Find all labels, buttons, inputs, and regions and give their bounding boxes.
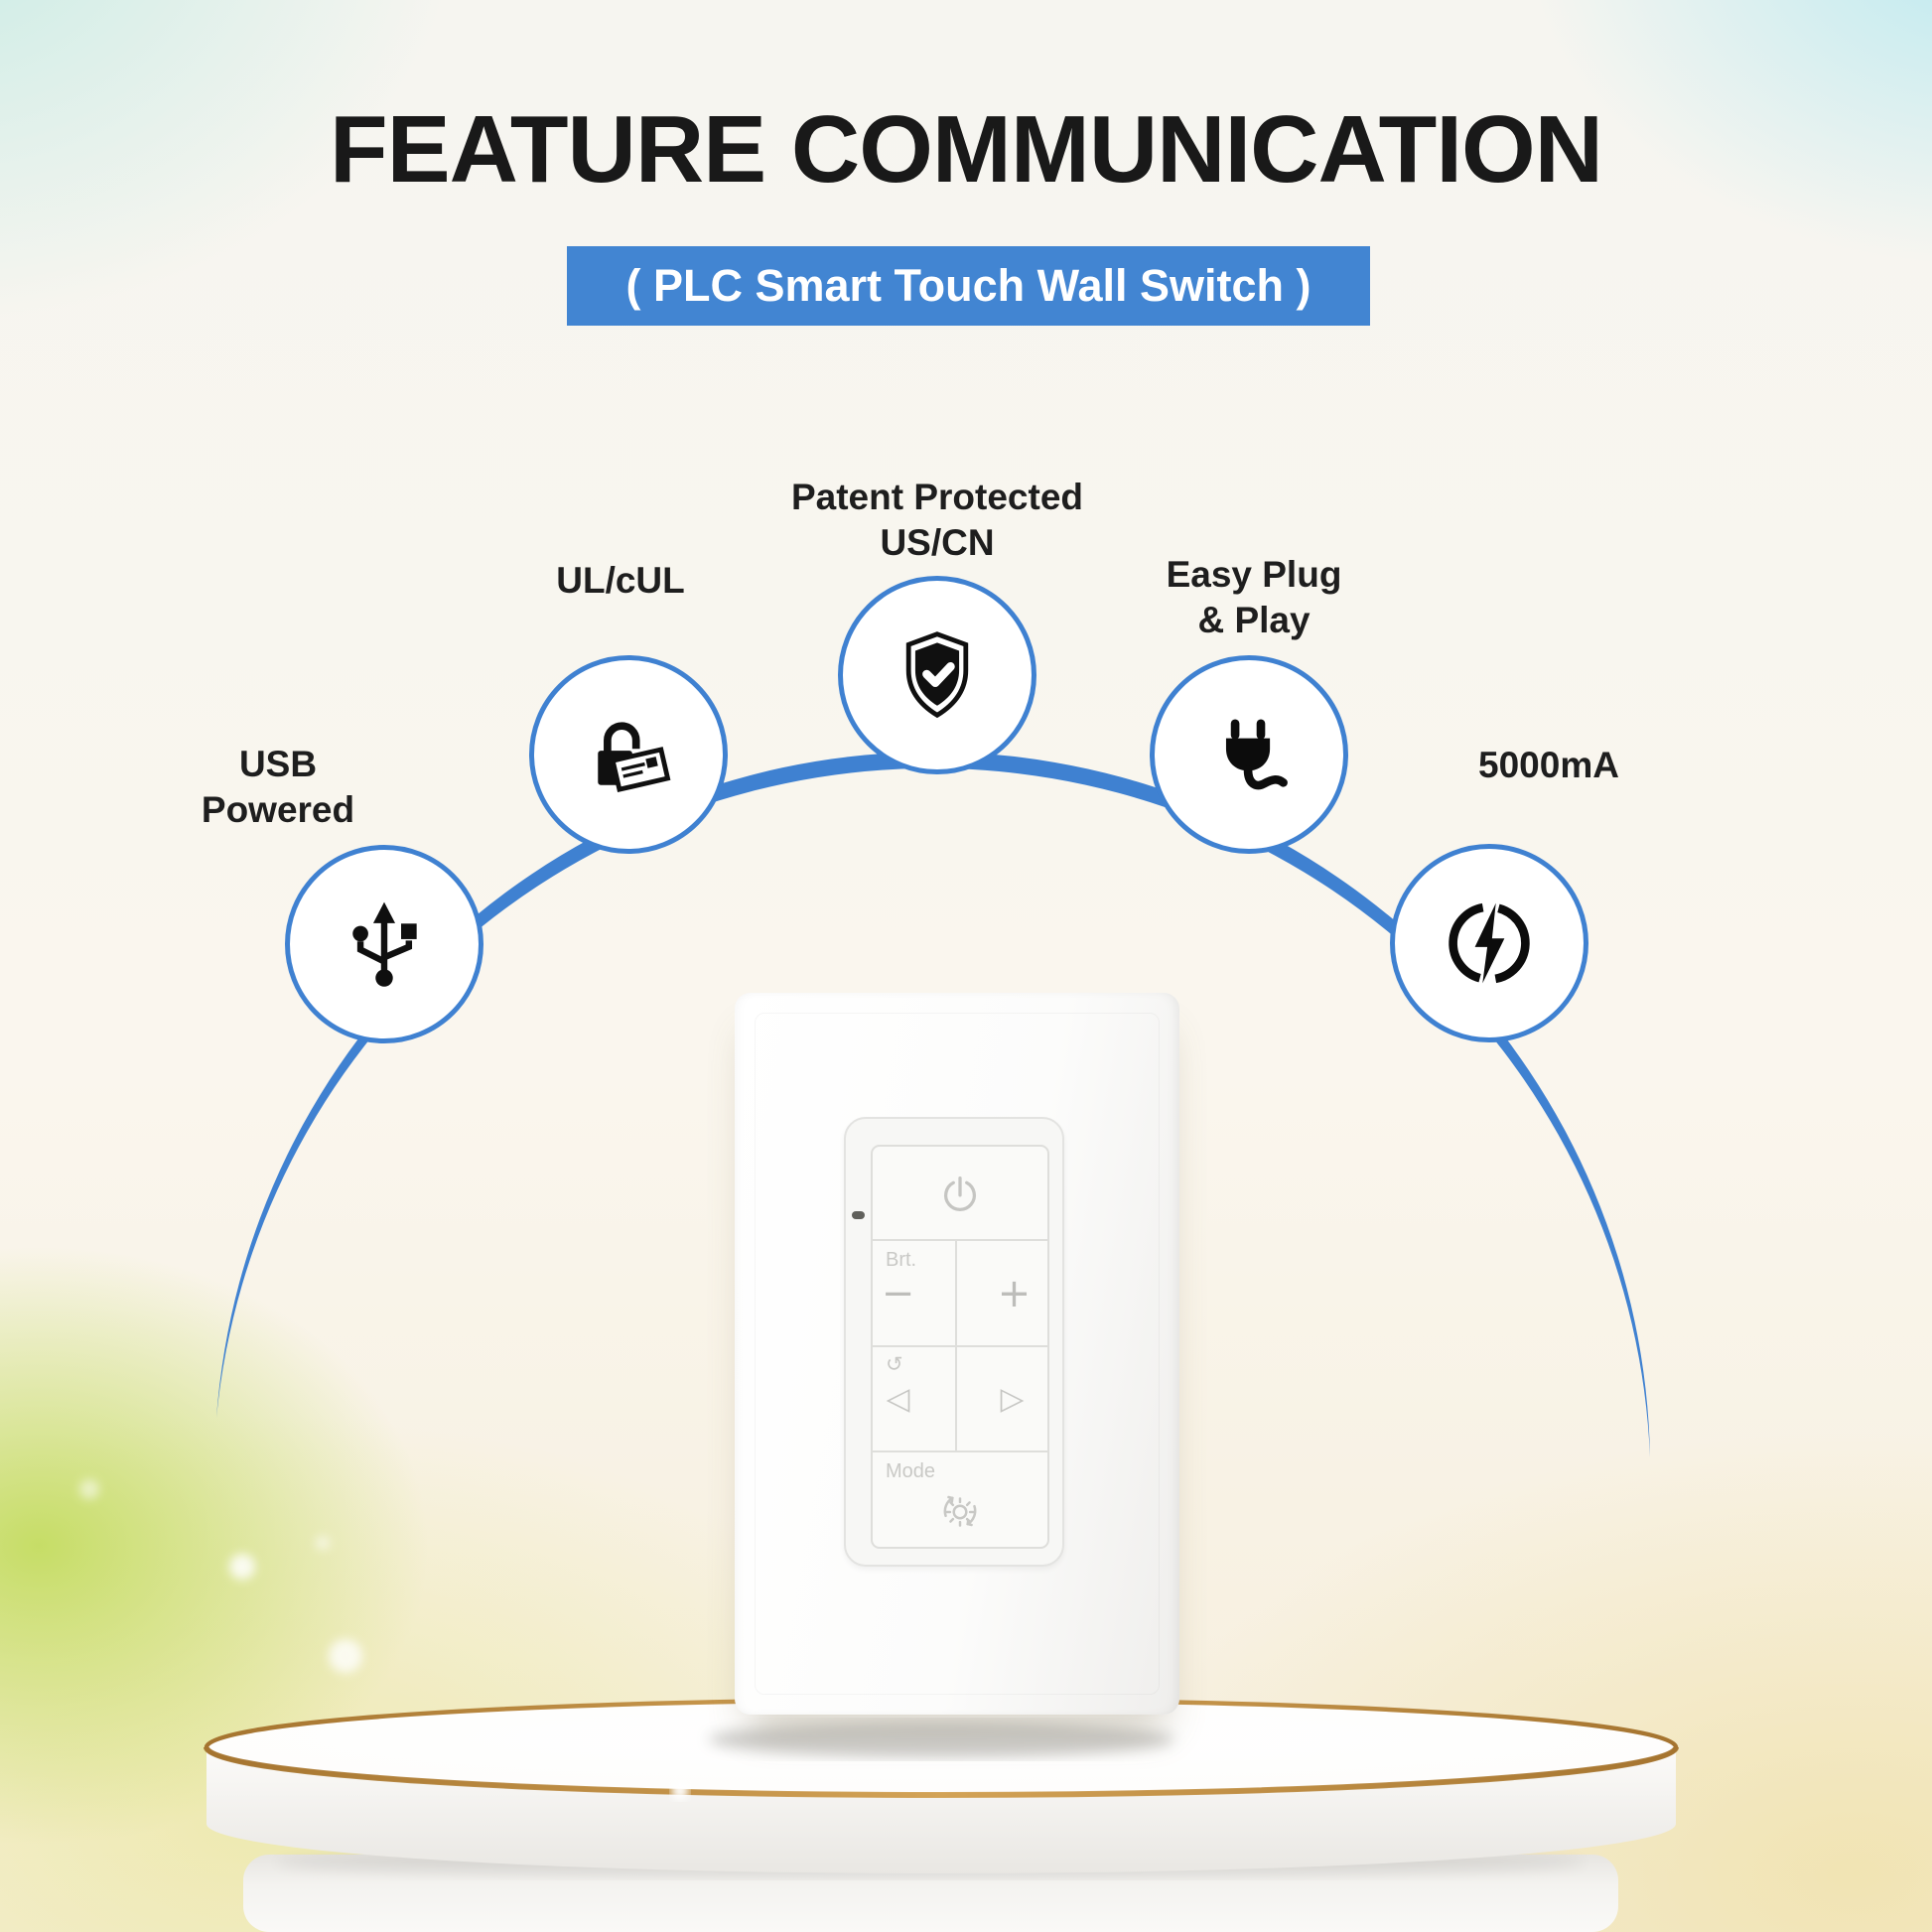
feature-circle-plug	[1150, 655, 1348, 854]
right-arrow-icon: ▷	[1000, 1381, 1025, 1417]
rim-sparkle	[671, 1782, 689, 1800]
brightness-label: Brt.	[886, 1249, 917, 1271]
product-shadow	[708, 1722, 1174, 1757]
brightness-down-button: Brt. −	[873, 1241, 957, 1345]
feature-circle-5000ma	[1390, 844, 1588, 1042]
certification-lock-icon	[598, 722, 671, 793]
shield-check-icon	[905, 631, 969, 719]
bokeh-dot	[229, 1554, 255, 1580]
feature-label-line: 5000mA	[1478, 745, 1619, 785]
brightness-cycle-icon	[943, 1495, 977, 1527]
button-panel: Brt. − + ↺ ◁ ▷	[871, 1145, 1049, 1549]
feature-label-line: Powered	[201, 789, 355, 830]
minus-icon: −	[881, 1270, 915, 1316]
scene-prev-button: ↺ ◁	[873, 1347, 957, 1450]
charging-bolt-icon	[1449, 902, 1530, 984]
feature-label-ul-cul: UL/cUL	[501, 558, 740, 604]
feature-label-line: Patent Protected	[790, 477, 1083, 517]
feature-label-line: US/CN	[880, 522, 995, 563]
feature-circle-patent	[838, 576, 1036, 774]
subtitle-banner: ( PLC Smart Touch Wall Switch )	[567, 246, 1370, 326]
feature-label-patent-protected: Patent Protected US/CN	[739, 475, 1136, 566]
bokeh-dot	[79, 1479, 99, 1499]
switch-keypad: Brt. − + ↺ ◁ ▷	[844, 1117, 1064, 1567]
feature-label-usb-powered: USB Powered	[129, 742, 427, 833]
bokeh-dot	[329, 1639, 362, 1673]
mode-label: Mode	[886, 1460, 936, 1482]
power-button	[873, 1147, 1047, 1241]
cycle-icon: ↺	[886, 1352, 903, 1376]
feature-label-line: UL/cUL	[556, 560, 685, 601]
left-arrow-icon: ◁	[886, 1381, 910, 1417]
usb-icon	[352, 901, 417, 987]
brightness-up-button: +	[957, 1241, 1047, 1345]
power-plug-icon	[1225, 719, 1288, 790]
feature-label-line: Easy Plug	[1166, 554, 1342, 595]
product-pedestal	[204, 1697, 1679, 1932]
mode-button: Mode	[873, 1452, 1047, 1547]
feature-label-line: & Play	[1197, 600, 1311, 640]
feature-label-5000ma: 5000mA	[1420, 743, 1678, 788]
page-title: FEATURE COMMUNICATION	[330, 96, 1603, 203]
wall-switch-product: Brt. − + ↺ ◁ ▷	[735, 993, 1179, 1715]
bokeh-dot	[316, 1536, 330, 1550]
scene-next-button: ▷	[957, 1347, 1047, 1450]
feature-label-easy-plug-play: Easy Plug & Play	[1102, 552, 1406, 643]
feature-circle-usb	[285, 845, 483, 1043]
feature-label-line: USB	[238, 744, 318, 784]
power-icon	[944, 1175, 976, 1211]
feature-circle-ul-cul	[529, 655, 728, 854]
status-led	[852, 1211, 865, 1219]
plus-icon: +	[997, 1270, 1032, 1316]
